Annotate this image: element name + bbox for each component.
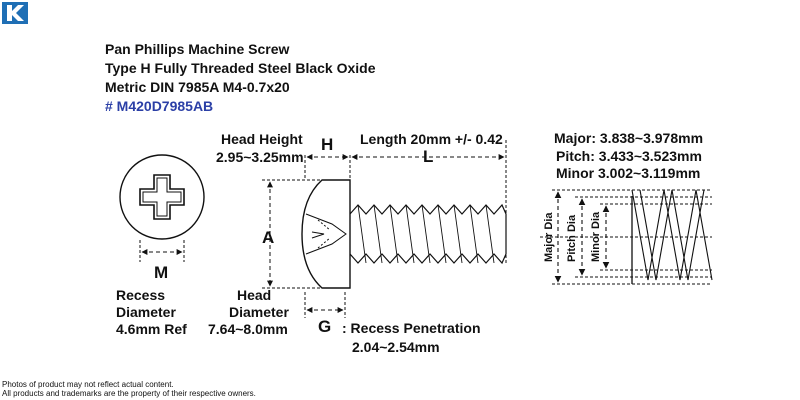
title-line-2: Type H Fully Threaded Steel Black Oxide (105, 60, 376, 76)
title-line-1: Pan Phillips Machine Screw (105, 41, 290, 57)
head-diameter-line1: Head (237, 287, 272, 303)
letter-h: H (321, 135, 334, 154)
letter-m: M (154, 263, 169, 282)
penetration-label: : Recess Penetration (342, 320, 481, 336)
product-sku: # M420D7985AB (105, 98, 214, 114)
major-dia-label: Major Dia (543, 212, 555, 262)
product-title: Pan Phillips Machine Screw Type H Fully … (105, 40, 376, 116)
pitch-dia-label: Pitch Dia (566, 214, 578, 262)
head-height-value: 2.95~3.25mm (216, 149, 304, 165)
minor-dia-label: Minor Dia (590, 211, 602, 262)
penetration-value: 2.04~2.54mm (352, 339, 440, 355)
footer-disclaimer: Photos of product may not reflect actual… (2, 380, 174, 389)
major-value: Major: 3.838~3.978mm (554, 130, 704, 146)
recess-line1: Recess (116, 287, 166, 303)
letter-a: A (262, 228, 275, 247)
k-logo-icon (2, 2, 28, 24)
pitch-value: Pitch: 3.433~3.523mm (556, 148, 702, 164)
screw-shaft (349, 203, 507, 265)
letter-l: L (423, 147, 434, 166)
letter-g: G (318, 317, 332, 336)
recess-value: 4.6mm Ref (116, 321, 187, 337)
minor-value: Minor 3.002~3.119mm (556, 165, 701, 181)
head-diameter-line2: Diameter (229, 304, 289, 320)
footer-trademarks: All products and trademarks are the prop… (2, 389, 256, 398)
screw-head-side (301, 179, 351, 289)
head-diameter-value: 7.64~8.0mm (208, 321, 288, 337)
head-height-label: Head Height (221, 131, 303, 147)
dimension-lines (262, 140, 507, 318)
length-label: Length 20mm +/- 0.42 (360, 131, 503, 147)
thread-detail (540, 189, 713, 285)
title-line-3: Metric DIN 7985A M4-0.7x20 (105, 79, 290, 95)
recess-line2: Diameter (116, 304, 176, 320)
screw-top-view (119, 154, 205, 262)
